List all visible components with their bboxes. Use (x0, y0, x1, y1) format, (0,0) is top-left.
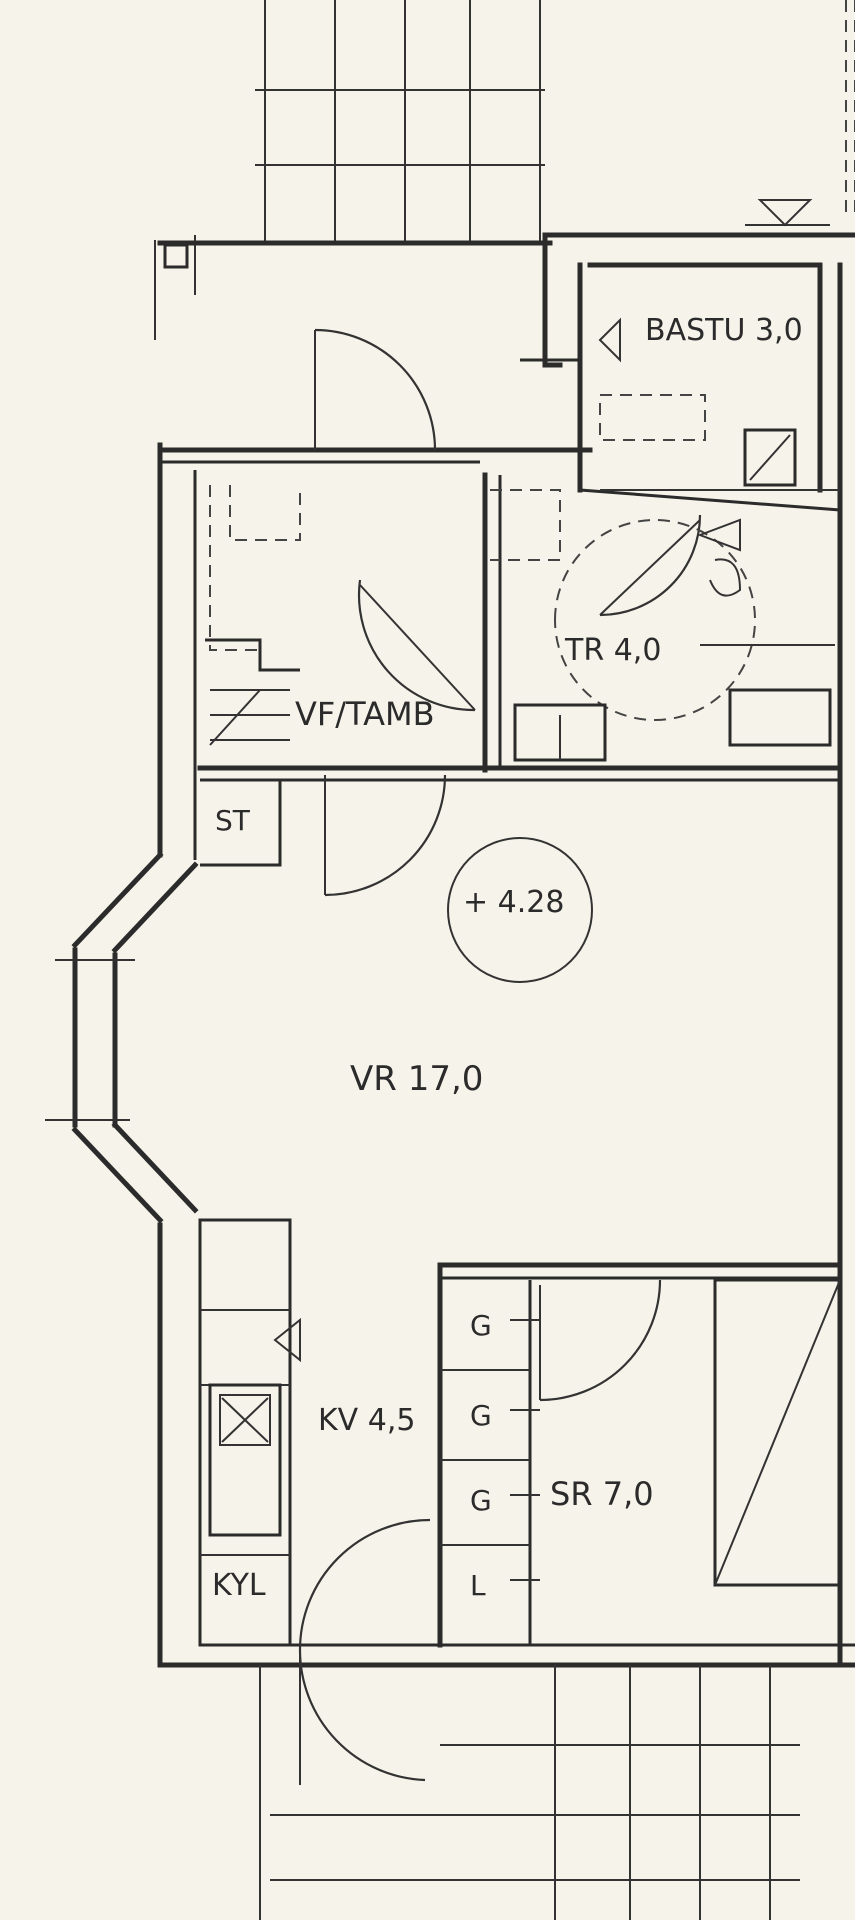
label-kyl: KYL (212, 1568, 266, 1603)
wardrobe-shelves (440, 1319, 540, 1581)
corner-post (163, 243, 189, 269)
label-vr: VR 17,0 (350, 1059, 483, 1099)
bed (713, 1278, 842, 1587)
label-bastu: BASTU 3,0 (645, 313, 803, 348)
wardrobe-label: L (470, 1569, 486, 1602)
kitchen-stove (208, 1317, 301, 1537)
label-vf-tamb: VF/TAMB (295, 695, 435, 733)
label-kv: KV 4,5 (318, 1403, 415, 1438)
bastu-details (598, 317, 840, 491)
label-elevation: + 4.28 (463, 885, 564, 920)
label-tr: TR 4,0 (564, 633, 661, 668)
door-swings (298, 328, 757, 1785)
wardrobe-label: G (470, 1399, 492, 1432)
wardrobe-label: G (470, 1484, 492, 1517)
level-triangle-icon (757, 199, 813, 227)
bathroom-details (490, 489, 835, 762)
elevation-circle (447, 837, 593, 983)
bottom-terrace-tiles (259, 1665, 800, 1920)
label-sr: SR 7,0 (550, 1475, 654, 1513)
top-terrace-tiles (255, 0, 545, 245)
walls (45, 232, 855, 1668)
label-st: ST (215, 804, 251, 837)
staircase (205, 485, 301, 746)
wardrobe-label: G (470, 1309, 492, 1342)
